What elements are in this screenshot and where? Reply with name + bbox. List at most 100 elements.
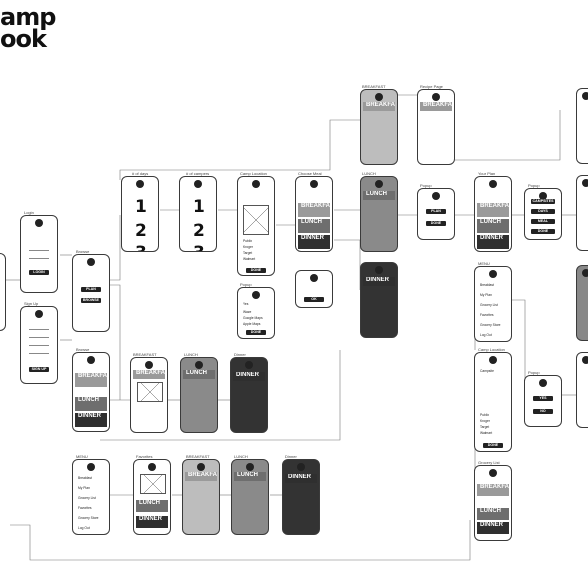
screen-breakfast-row3: BREAKFAST [182,459,220,535]
popup-stores: Yes Waze Google Maps Apple Maps DONE [237,287,275,339]
map-apple[interactable]: Apple Maps [243,322,261,326]
plan-button[interactable]: PLAN [81,287,101,292]
num-days-3[interactable]: 3 [135,243,147,251]
screen-lunch-select: LUNCH [360,176,398,252]
num-days-1[interactable]: 1 [135,197,147,217]
store2-target[interactable]: Target [480,425,490,429]
label-browse: Browse [76,249,90,254]
screen-edge-3 [576,265,588,341]
label-grocery-list: Grocery List [478,460,500,465]
days-button[interactable]: DAYS [531,209,555,214]
screen-your-plan: BREAKFAST LUNCH DINNER [474,176,512,252]
label-popup-campsites: Popup [528,183,540,188]
screen-edge-4 [576,352,588,428]
favorites-lunch[interactable]: LUNCH [136,500,168,512]
map-waze[interactable]: Waze [243,310,252,314]
browse-lunch[interactable]: LUNCH [75,397,107,411]
popup-yes-no: YES NO [524,375,562,427]
screen-lunch-row3: LUNCH [231,459,269,535]
plan-dinner[interactable]: DINNER [477,235,509,249]
popup-ok: OK [295,270,333,308]
grocery-dinner[interactable]: DINNER [477,522,509,534]
menu-my-plan-l[interactable]: My Plan [78,486,90,490]
campsites-done-button[interactable]: DONE [531,229,555,234]
screen-menu-right: Breakfast My Plan Grocery List Favorites… [474,266,512,342]
store2-kroger[interactable]: Kroger [480,419,490,423]
lunch-header: LUNCH [363,191,395,200]
store-kroger[interactable]: Kroger [243,245,253,249]
menu-grocery-store-r[interactable]: Grocery Store [480,323,501,327]
ok-button[interactable]: OK [304,297,324,302]
map-placeholder [243,205,269,235]
dinner-detail-header: DINNER [233,372,265,381]
menu-favorites-r[interactable]: Favorites [480,313,494,317]
label-favorites: Favorites [136,454,153,459]
label-popup-yes-no: Popup [528,370,540,375]
screen-dinner-select: DINNER [360,262,398,338]
label-camp-location-2: Camp Location [478,347,505,352]
logo-line-1: amp [0,3,56,31]
screen-grocery-list: BREAKFAST LUNCH DINNER [474,465,512,541]
meal-breakfast[interactable]: BREAKFAST [298,203,330,217]
store2-walmart[interactable]: Walmart [480,431,493,435]
popup-done-button[interactable]: DONE [246,330,266,335]
store-walmart[interactable]: Walmart [243,257,256,261]
meal-lunch[interactable]: LUNCH [298,219,330,233]
screen-menu-left: Breakfast My Plan Grocery List Favorites… [72,459,110,535]
menu-log-out-l[interactable]: Log Out [78,526,90,530]
browse-dinner[interactable]: DINNER [75,413,107,427]
popup-plan-done[interactable]: DONE [426,221,446,226]
num-campers-3[interactable]: 3 [193,243,205,251]
screen-camp-location-2: Campsite Publix Kroger Target Walmart DO… [474,352,512,452]
screen-breakfast-browse: BREAKFAST [360,89,398,165]
label-dinner-row3: Dinner [285,454,297,459]
store-publix[interactable]: Publix [243,239,252,243]
login-button[interactable]: LOGIN [29,270,49,275]
store2-publix[interactable]: Publix [480,413,489,417]
label-popup-plan: Popup [420,183,432,188]
plan-lunch[interactable]: LUNCH [477,219,509,233]
no-button[interactable]: NO [533,409,553,414]
popup-yes[interactable]: Yes [243,302,249,306]
screen-recipe-page: BREAKFAST [417,89,455,165]
menu-grocery-list-r[interactable]: Grocery List [480,303,498,307]
done-button-2[interactable]: DONE [483,443,503,448]
lunch-detail-header: LUNCH [183,370,215,379]
num-campers-1[interactable]: 1 [193,197,205,217]
num-days-2[interactable]: 2 [135,221,147,241]
popup-campsites: CAMPSITES DAYS MEAL DONE [524,188,562,240]
store-target[interactable]: Target [243,251,253,255]
sign-up-button[interactable]: SIGN UP [29,367,49,372]
breakfast-detail-header: BREAKFAST [133,370,165,379]
campsites-button[interactable]: CAMPSITES [531,199,555,204]
menu-breakfast-l[interactable]: Breakfast [78,476,92,480]
label-lunch-row2: LUNCH [184,352,198,357]
screen-splash-partial [0,253,6,331]
label-camp-location: Camp Location [240,171,267,176]
menu-log-out-r[interactable]: Log Out [480,333,492,337]
meal-button[interactable]: MEAL [531,219,555,224]
map-google[interactable]: Google Maps [243,316,263,320]
dinner-header: DINNER [363,277,395,286]
favorites-dinner[interactable]: DINNER [136,516,168,528]
browse-button[interactable]: BROWSE [81,298,101,303]
label-your-plan: Your Plan [478,171,496,176]
menu-grocery-store-l[interactable]: Grocery Store [78,516,99,520]
menu-my-plan-r[interactable]: My Plan [480,293,492,297]
menu-favorites-l[interactable]: Favorites [78,506,92,510]
grocery-breakfast[interactable]: BREAKFAST [477,484,509,496]
done-button[interactable]: DONE [246,268,266,273]
label-breakfast-row3: BREAKFAST [186,454,210,459]
grocery-lunch[interactable]: LUNCH [477,508,509,520]
menu-grocery-list-l[interactable]: Grocery List [78,496,96,500]
popup-plan-button[interactable]: PLAN [426,209,446,214]
yes-button[interactable]: YES [533,396,553,401]
screen-dinner-detail: DINNER [230,357,268,433]
menu-breakfast-r[interactable]: Breakfast [480,283,494,287]
campsite-label: Campsite [480,369,494,373]
num-campers-2[interactable]: 2 [193,221,205,241]
browse-breakfast[interactable]: BREAKFAST [75,373,107,387]
camp-book-logo: amp ook [0,3,56,51]
plan-breakfast[interactable]: BREAKFAST [477,203,509,217]
meal-dinner[interactable]: DINNER [298,235,330,249]
